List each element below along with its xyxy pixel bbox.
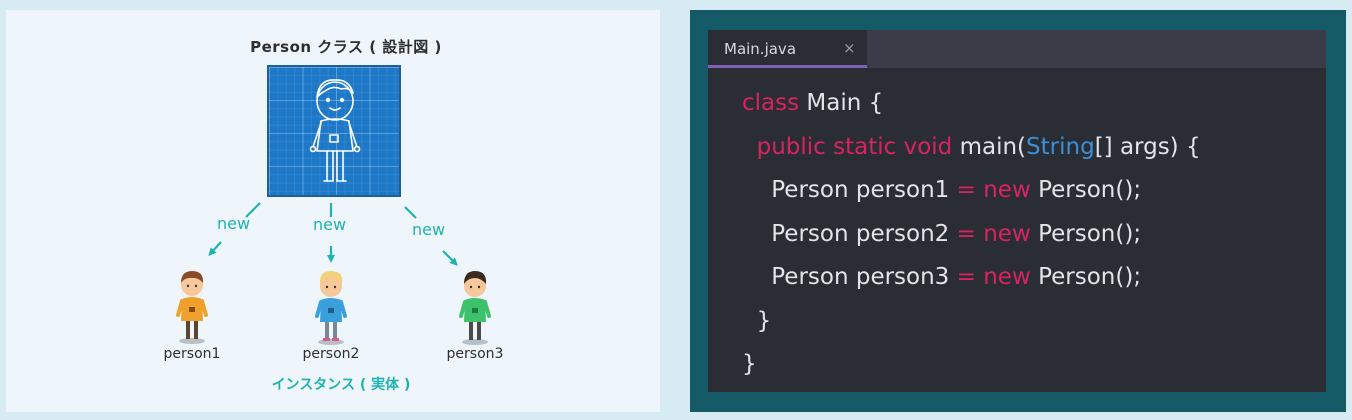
arrow-to-person3 — [404, 206, 417, 219]
close-icon[interactable]: × — [843, 39, 856, 57]
code-frame: Main.java × class Main { public static v… — [690, 10, 1346, 412]
diagram-panel: Person クラス ( 設計図 ) — [6, 10, 660, 412]
code-line-2: public static void main(String[] args) { — [756, 133, 1201, 160]
tab-label: Main.java — [724, 40, 797, 58]
person1-label: person1 — [163, 346, 221, 362]
code-line-3: Person person1 = new Person(); — [771, 177, 1142, 203]
blueprint-person-outline — [309, 79, 361, 182]
new-label-2: new — [313, 215, 347, 234]
blueprint-image — [267, 65, 401, 197]
person3-figure — [459, 271, 491, 345]
instantiation-arrows — [208, 202, 458, 266]
arrow-to-person1 — [245, 202, 261, 218]
person3-label: person3 — [446, 346, 504, 362]
code-line-5: Person person3 = new Person(); — [771, 264, 1142, 290]
person1-figure — [176, 271, 208, 344]
code-line-6: } — [756, 307, 772, 334]
code-editor[interactable]: Main.java × class Main { public static v… — [708, 30, 1326, 392]
person2-label: person2 — [302, 346, 360, 362]
tab-main-java[interactable]: Main.java × — [708, 30, 867, 68]
code-line-1: class Main { — [742, 90, 884, 116]
code-line-7: } — [742, 351, 757, 377]
tab-bar: Main.java × — [708, 30, 1326, 68]
instance-caption: インスタンス ( 実体 ) — [271, 377, 411, 393]
new-label-3: new — [412, 220, 446, 239]
class-title: Person クラス ( 設計図 ) — [250, 38, 442, 56]
code-body: class Main { public static void main(Str… — [742, 82, 1201, 387]
person2-figure — [315, 271, 347, 345]
new-label-1: new — [217, 214, 251, 233]
code-line-4: Person person2 = new Person(); — [771, 220, 1142, 247]
